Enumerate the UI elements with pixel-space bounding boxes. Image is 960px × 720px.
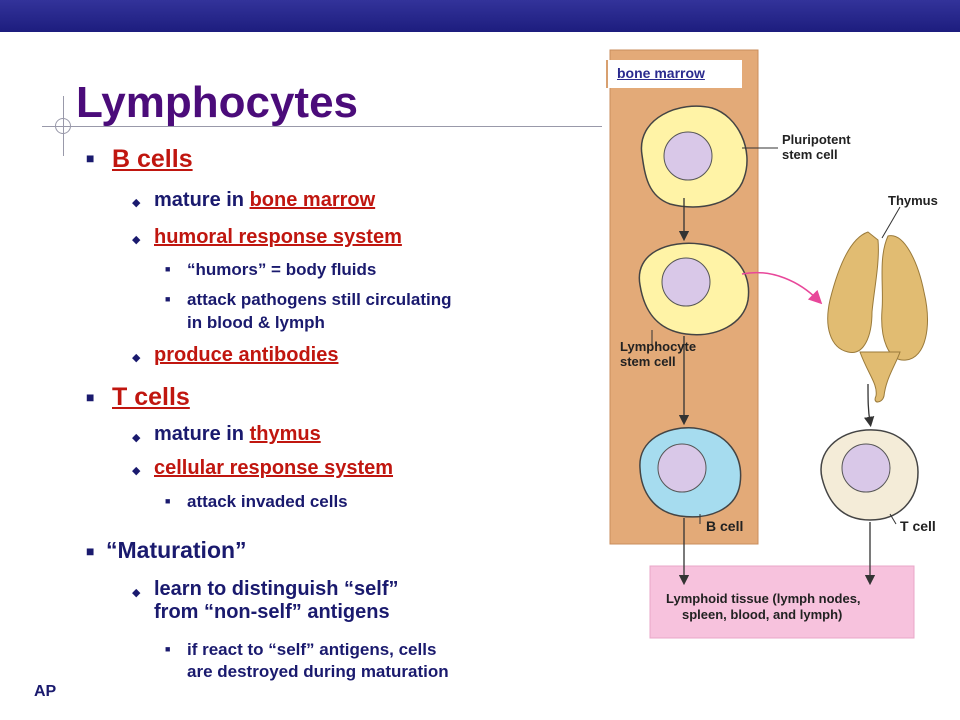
- lymphocyte-label-1: Lymphocyte: [620, 339, 697, 354]
- bullet-maturation: “Maturation”: [106, 537, 247, 563]
- lymphocyte-nucleus: [661, 257, 711, 307]
- diamond-bullet-icon: ◆: [132, 432, 141, 444]
- lymphocyte-label-2: stem cell: [620, 354, 676, 369]
- footer-label: AP: [34, 683, 57, 700]
- bullet-react-2: are destroyed during maturation: [187, 662, 449, 681]
- bullet-humors: “humors” = body fluids: [187, 260, 377, 279]
- bullet-t-mature: mature in thymus: [154, 423, 321, 446]
- diamond-bullet-icon: ◆: [132, 234, 141, 246]
- bullet-learn-1: learn to distinguish “self”: [154, 578, 399, 600]
- thymus-link[interactable]: thymus: [249, 423, 321, 445]
- bullet-b-cells: B cells: [112, 145, 193, 174]
- diamond-bullet-icon: ◆: [132, 465, 141, 477]
- diamond-bullet-icon: ◆: [132, 352, 141, 364]
- top-banner: [0, 0, 960, 32]
- pluripotent-label-2: stem cell: [782, 147, 838, 162]
- lymphoid-label-1: Lymphoid tissue (lymph nodes,: [666, 591, 861, 606]
- diamond-bullet-icon: ◆: [132, 587, 141, 599]
- b-cells-link[interactable]: B cells: [112, 145, 193, 173]
- b-cell-nucleus: [657, 443, 707, 493]
- pluripotent-nucleus: [663, 131, 713, 181]
- t-cell-nucleus: [841, 443, 891, 493]
- pluripotent-label-1: Pluripotent: [782, 132, 851, 147]
- thymus-organ: [827, 231, 928, 403]
- bullet-cellular: cellular response system: [154, 457, 393, 480]
- lymphoid-label-2: spleen, blood, and lymph): [682, 607, 843, 622]
- thymus-label: Thymus: [888, 193, 938, 208]
- thymus-pointer: [881, 206, 901, 239]
- slide-title: Lymphocytes: [76, 78, 359, 127]
- bullet-t-cells: T cells: [112, 383, 190, 412]
- square-bullet-icon: ■: [86, 150, 95, 166]
- title-rule: [42, 126, 602, 127]
- cellular-link[interactable]: cellular response system: [154, 457, 394, 479]
- t-cell-label: T cell: [900, 518, 936, 534]
- small-square-bullet-icon: ■: [165, 496, 171, 506]
- t-mature-text: mature in: [154, 423, 250, 445]
- square-bullet-icon: ■: [86, 543, 95, 559]
- arrow-stem-to-thymus: [741, 271, 823, 305]
- bullet-b-mature: mature in bone marrow: [154, 189, 375, 212]
- small-square-bullet-icon: ■: [165, 644, 171, 654]
- t-cells-link[interactable]: T cells: [112, 383, 190, 411]
- bullet-humoral: humoral response system: [154, 226, 402, 249]
- bullet-react-1: if react to “self” antigens, cells: [187, 640, 437, 659]
- small-square-bullet-icon: ■: [165, 264, 171, 274]
- bullet-learn-2: from “non-self” antigens: [154, 601, 390, 623]
- bullet-attack-pathogens-1: attack pathogens still circulating: [187, 290, 452, 309]
- bullet-attack-pathogens-2: in blood & lymph: [187, 313, 325, 332]
- t-cell-pointer: [889, 513, 897, 525]
- bullet-attack-invaded: attack invaded cells: [187, 492, 348, 511]
- crosshair-ornament: [55, 118, 71, 134]
- humoral-link[interactable]: humoral response system: [154, 226, 402, 248]
- bullet-antibodies: produce antibodies: [154, 344, 338, 367]
- square-bullet-icon: ■: [86, 389, 95, 405]
- small-square-bullet-icon: ■: [165, 294, 171, 304]
- bone-marrow-link[interactable]: bone marrow: [249, 189, 376, 211]
- b-mature-text: mature in: [154, 189, 250, 211]
- antibodies-link[interactable]: produce antibodies: [154, 344, 339, 366]
- bone-marrow-label: bone marrow: [606, 60, 742, 88]
- arrow-thymus-to-tcell: [864, 383, 875, 428]
- diamond-bullet-icon: ◆: [132, 197, 141, 209]
- b-cell-label: B cell: [706, 518, 744, 534]
